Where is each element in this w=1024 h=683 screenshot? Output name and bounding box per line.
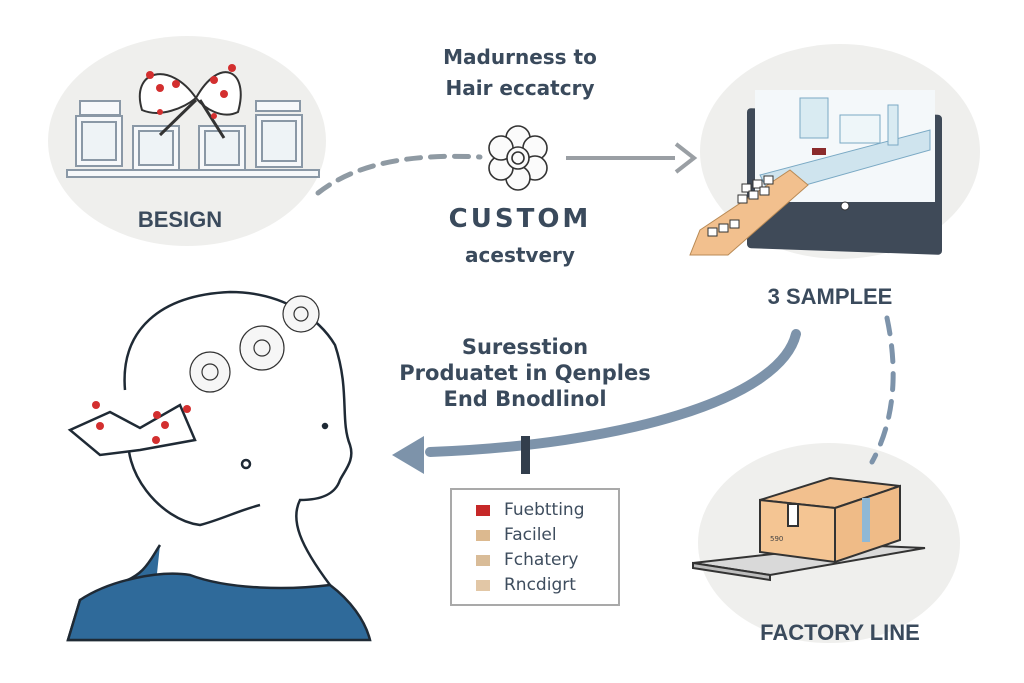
hair-flower-icons <box>189 295 320 393</box>
center-title: CUSTOM <box>448 204 592 234</box>
return-caption-line-2: Produatet in Qenples <box>399 361 651 385</box>
top-caption-line-1: Madurness to <box>443 45 597 69</box>
legend-swatch <box>476 554 490 566</box>
legend-swatch <box>476 529 490 541</box>
legend-label: Rncdigrt <box>504 575 576 595</box>
legend-label: Fuebtting <box>504 500 585 520</box>
legend-item: Fchatery <box>476 550 579 570</box>
return-arrow <box>392 329 801 474</box>
dashed-connector-sample-to-factory <box>869 315 896 465</box>
legend-item: Rncdigrt <box>476 575 576 595</box>
stage-label-factory: FACTORY LINE <box>760 620 920 645</box>
legend-label: Facilel <box>504 525 557 545</box>
cardboard-box-icon <box>692 476 926 582</box>
stage-label-design: BESIGN <box>137 207 223 232</box>
legend-label: Fchatery <box>504 550 579 570</box>
legend-item: Facilel <box>476 525 557 545</box>
computer-monitor-icon <box>689 90 942 256</box>
flower-brooch-icon <box>488 125 548 191</box>
stage-label-sample: 3 SAMPLEE <box>767 284 893 309</box>
return-arrow-marker <box>521 436 530 474</box>
center-subtitle: acestvery <box>465 243 575 267</box>
legend-swatch <box>476 504 490 516</box>
legend: Fuebtting Facilel Fchatery Rncdigrt <box>450 488 620 606</box>
top-caption-line-2: Hair eccatcry <box>445 76 595 100</box>
bow-with-frames-icon <box>66 64 320 178</box>
return-caption-line-3: End Bnodlinol <box>443 387 607 411</box>
box-marking: 590 <box>770 535 784 543</box>
dashed-connector-design-to-custom <box>315 153 483 196</box>
woman-with-hair-accessory-icon <box>66 290 372 642</box>
top-caption: Madurness to Hair eccatcry <box>400 42 640 104</box>
return-caption-line-1: Suresstion <box>461 335 589 359</box>
return-caption: Suresstion Produatet in Qenples End Bnod… <box>380 334 670 412</box>
legend-item: Fuebtting <box>476 500 585 520</box>
legend-swatch <box>476 579 490 591</box>
arrow-custom-to-sample <box>566 142 698 174</box>
